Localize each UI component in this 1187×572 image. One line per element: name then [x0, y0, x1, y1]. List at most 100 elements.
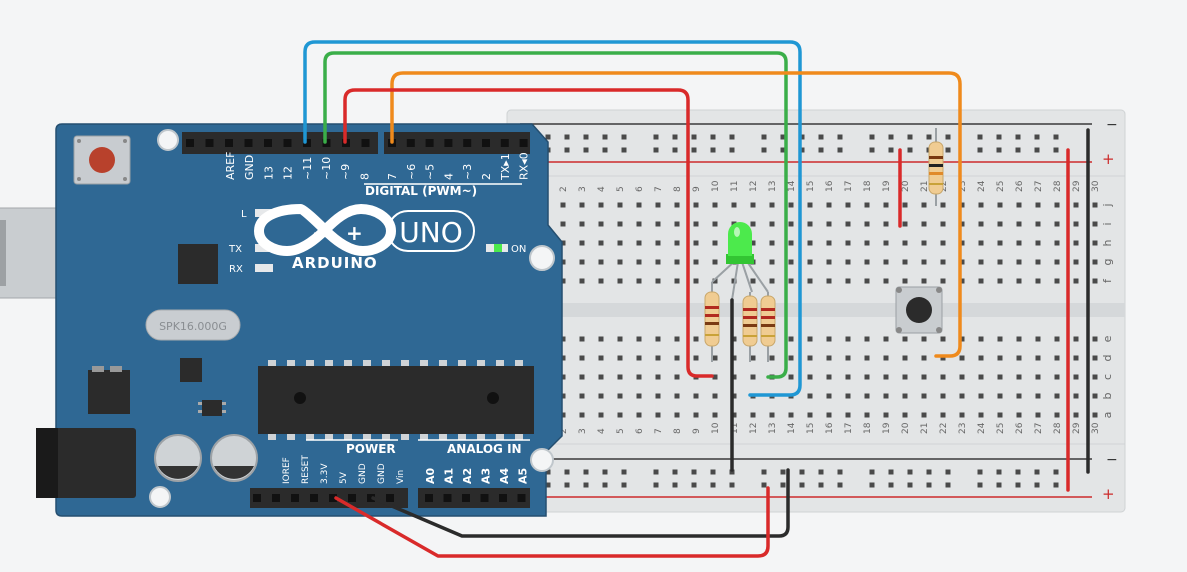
header-socket[interactable]: [425, 494, 433, 502]
breadboard-hole[interactable]: [1054, 278, 1060, 284]
breadboard-hole[interactable]: [883, 374, 889, 380]
breadboard-hole[interactable]: [655, 221, 661, 227]
breadboard-hole[interactable]: [598, 412, 604, 418]
breadboard-hole[interactable]: [579, 240, 585, 246]
breadboard-hole[interactable]: [674, 355, 680, 361]
breadboard-hole[interactable]: [978, 355, 984, 361]
breadboard-hole[interactable]: [617, 374, 623, 380]
breadboard-hole[interactable]: [978, 393, 984, 399]
breadboard-hole[interactable]: [1073, 374, 1079, 380]
breadboard-hole[interactable]: [940, 278, 946, 284]
breadboard-hole[interactable]: [997, 336, 1003, 342]
breadboard-hole[interactable]: [959, 240, 965, 246]
wire-blue-pin11[interactable]: [303, 40, 802, 397]
breadboard-hole[interactable]: [788, 202, 794, 208]
breadboard-hole[interactable]: [712, 278, 718, 284]
breadboard-hole[interactable]: [712, 393, 718, 399]
breadboard-hole[interactable]: [769, 240, 775, 246]
breadboard-hole[interactable]: [579, 374, 585, 380]
breadboard-hole[interactable]: [864, 412, 870, 418]
breadboard-hole[interactable]: [617, 259, 623, 265]
breadboard-hole[interactable]: [729, 134, 735, 140]
breadboard-hole[interactable]: [1073, 412, 1079, 418]
breadboard-hole[interactable]: [769, 412, 775, 418]
breadboard-hole[interactable]: [1034, 134, 1040, 140]
breadboard-hole[interactable]: [1054, 336, 1060, 342]
breadboard-hole[interactable]: [621, 482, 627, 488]
breadboard-hole[interactable]: [636, 278, 642, 284]
breadboard-hole[interactable]: [636, 355, 642, 361]
breadboard-hole[interactable]: [921, 374, 927, 380]
breadboard-hole[interactable]: [826, 393, 832, 399]
breadboard-hole[interactable]: [729, 482, 735, 488]
breadboard-hole[interactable]: [907, 147, 913, 153]
header-socket[interactable]: [444, 139, 453, 147]
breadboard-hole[interactable]: [693, 278, 699, 284]
breadboard-hole[interactable]: [799, 482, 805, 488]
header-socket[interactable]: [386, 494, 394, 502]
breadboard-hole[interactable]: [1092, 336, 1098, 342]
breadboard-hole[interactable]: [921, 336, 927, 342]
breadboard-hole[interactable]: [1073, 278, 1079, 284]
breadboard-hole[interactable]: [564, 469, 570, 475]
header-socket[interactable]: [519, 139, 528, 147]
breadboard-hole[interactable]: [845, 393, 851, 399]
breadboard-hole[interactable]: [940, 374, 946, 380]
breadboard-hole[interactable]: [674, 202, 680, 208]
breadboard-hole[interactable]: [1092, 355, 1098, 361]
breadboard-hole[interactable]: [921, 412, 927, 418]
breadboard-hole[interactable]: [902, 221, 908, 227]
breadboard-hole[interactable]: [997, 355, 1003, 361]
breadboard-hole[interactable]: [712, 259, 718, 265]
push-button[interactable]: [895, 286, 943, 334]
breadboard-hole[interactable]: [693, 221, 699, 227]
breadboard-hole[interactable]: [598, 278, 604, 284]
breadboard-hole[interactable]: [769, 221, 775, 227]
breadboard-hole[interactable]: [921, 240, 927, 246]
breadboard-hole[interactable]: [1053, 147, 1059, 153]
wire-green-pin10[interactable]: [323, 51, 788, 379]
breadboard-hole[interactable]: [959, 259, 965, 265]
breadboard-hole[interactable]: [560, 336, 566, 342]
breadboard-hole[interactable]: [693, 393, 699, 399]
breadboard-hole[interactable]: [883, 259, 889, 265]
breadboard-hole[interactable]: [1035, 374, 1041, 380]
breadboard-hole[interactable]: [1053, 134, 1059, 140]
breadboard-hole[interactable]: [545, 134, 551, 140]
header-socket[interactable]: [310, 494, 318, 502]
breadboard-hole[interactable]: [636, 221, 642, 227]
breadboard-hole[interactable]: [845, 202, 851, 208]
breadboard-hole[interactable]: [617, 412, 623, 418]
breadboard-hole[interactable]: [902, 393, 908, 399]
breadboard-hole[interactable]: [655, 336, 661, 342]
breadboard-hole[interactable]: [864, 393, 870, 399]
breadboard-hole[interactable]: [945, 147, 951, 153]
breadboard-hole[interactable]: [940, 412, 946, 418]
breadboard-hole[interactable]: [788, 374, 794, 380]
breadboard-hole[interactable]: [674, 336, 680, 342]
breadboard-hole[interactable]: [788, 336, 794, 342]
breadboard-hole[interactable]: [807, 374, 813, 380]
breadboard-hole[interactable]: [1054, 259, 1060, 265]
breadboard-hole[interactable]: [788, 240, 794, 246]
breadboard-hole[interactable]: [845, 374, 851, 380]
header-socket[interactable]: [291, 494, 299, 502]
breadboard-hole[interactable]: [598, 202, 604, 208]
breadboard-hole[interactable]: [1073, 393, 1079, 399]
header-socket[interactable]: [480, 494, 489, 502]
breadboard-hole[interactable]: [617, 355, 623, 361]
breadboard-hole[interactable]: [731, 336, 737, 342]
header-socket[interactable]: [264, 139, 272, 147]
breadboard-hole[interactable]: [621, 469, 627, 475]
breadboard-hole[interactable]: [902, 336, 908, 342]
breadboard-hole[interactable]: [560, 259, 566, 265]
breadboard-hole[interactable]: [883, 412, 889, 418]
breadboard-hole[interactable]: [636, 412, 642, 418]
breadboard-hole[interactable]: [674, 278, 680, 284]
breadboard-hole[interactable]: [598, 374, 604, 380]
resistor[interactable]: [704, 282, 720, 362]
breadboard-hole[interactable]: [1073, 202, 1079, 208]
breadboard-hole[interactable]: [940, 393, 946, 399]
breadboard-hole[interactable]: [845, 278, 851, 284]
breadboard-hole[interactable]: [997, 202, 1003, 208]
